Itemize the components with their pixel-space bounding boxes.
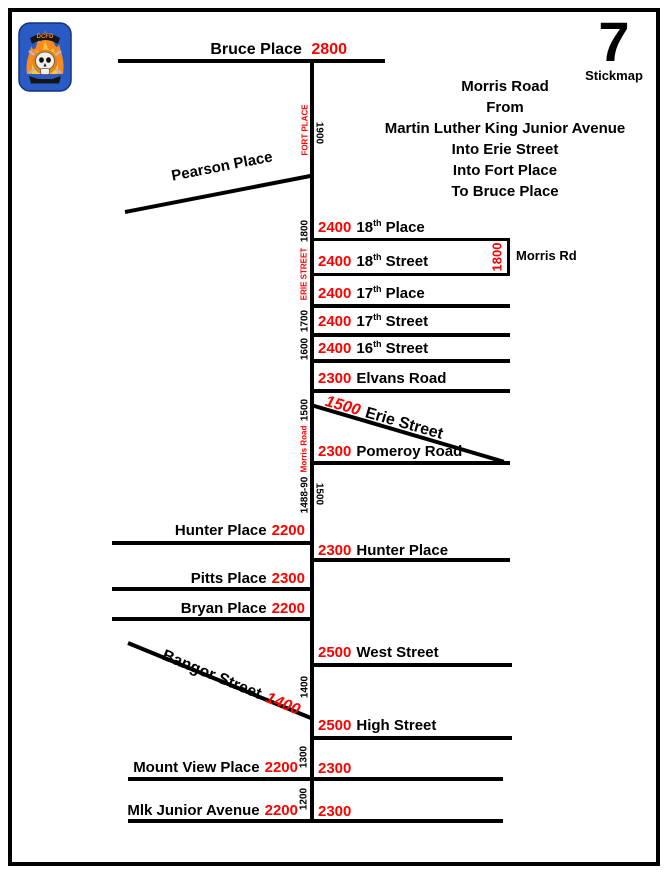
block-number: 2500 — [318, 717, 352, 734]
title-line: To Bruce Place — [451, 183, 559, 200]
page-number: 7 — [598, 10, 630, 73]
street-line-16th-street — [310, 359, 510, 363]
main-route-line — [310, 59, 314, 823]
street-line-17th-place — [310, 304, 510, 308]
street-line-bruce-place — [118, 59, 385, 63]
block-number: 2800 — [311, 41, 347, 58]
logo-text: DCFD — [37, 34, 54, 40]
title-line: Into Fort Place — [452, 162, 558, 179]
block-number: 2400 — [318, 219, 352, 236]
title-line: Into Erie Street — [451, 141, 559, 158]
block-number: 2300 — [318, 370, 352, 387]
block-number: 2200 — [264, 759, 298, 776]
block-number: 2500 — [318, 644, 352, 661]
block-number: 2400 — [318, 285, 352, 302]
street-line-pitts-place — [112, 587, 311, 591]
morris-rd-box — [310, 238, 510, 276]
street-line-mount-view-place — [128, 777, 503, 781]
street-label-bruce-place: Bruce Place 2800 — [210, 41, 347, 58]
block-number: 2400 — [318, 313, 352, 330]
street-label-morris-rd: Morris Rd — [516, 248, 577, 263]
map-title: Morris Road From Martin Luther King Juni… — [355, 76, 655, 202]
street-line-hunter-place-left — [112, 541, 311, 545]
block-number: 2300 — [318, 803, 352, 820]
block-label-2300-mount-view: 2300 — [318, 760, 356, 777]
block-number: 2300 — [318, 542, 352, 559]
street-line-high-street — [310, 736, 512, 740]
title-line: From — [486, 99, 524, 116]
block-number: 2300 — [318, 443, 352, 460]
block-number: 2300 — [318, 760, 352, 777]
page-label: Stickmap — [585, 68, 643, 83]
fire-department-patch-icon: DCFD — [18, 22, 72, 92]
block-number: 2400 — [318, 340, 352, 357]
street-line-17th-street — [310, 333, 510, 337]
street-line-bryan-place — [112, 617, 311, 621]
street-line-west-street — [310, 663, 512, 667]
block-number: 2200 — [271, 522, 305, 539]
street-line-mlk-junior-avenue — [128, 819, 503, 823]
page-border — [8, 8, 660, 866]
street-line-elvans-road — [310, 389, 510, 393]
street-line-pomeroy-road — [310, 461, 510, 465]
block-number: 2200 — [271, 600, 305, 617]
street-line-hunter-place-right — [310, 558, 510, 562]
dcfd-logo: DCFD — [18, 22, 72, 97]
block-label-2300-mlk: 2300 — [318, 803, 356, 820]
block-number: 2400 — [318, 253, 352, 270]
title-line: Martin Luther King Junior Avenue — [384, 120, 626, 137]
block-number: 2200 — [264, 802, 298, 819]
block-number: 2300 — [271, 570, 305, 587]
title-line: Morris Road — [461, 78, 549, 95]
